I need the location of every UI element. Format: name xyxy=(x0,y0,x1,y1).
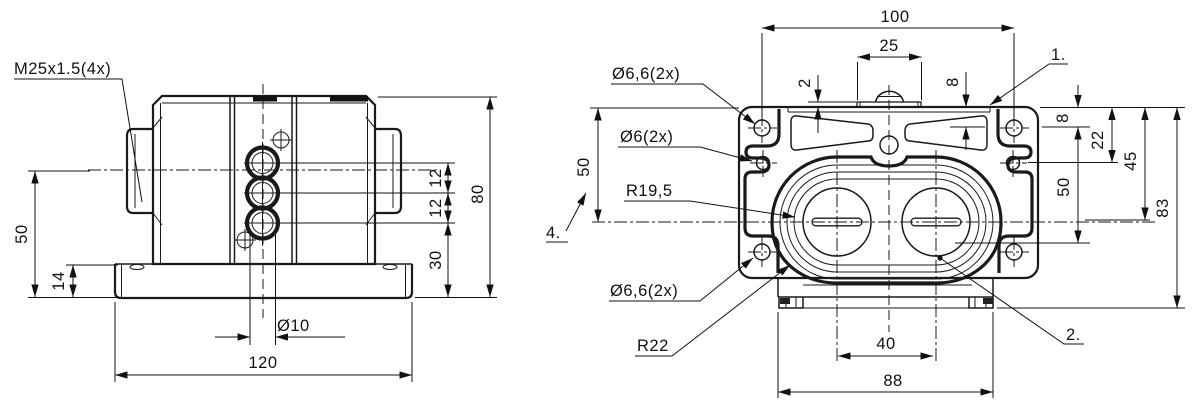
top-dim-100: 100 xyxy=(880,8,909,26)
front-view-centerlines xyxy=(88,84,440,318)
front-view: M25x1.5(4x) 50 14 12 12 30 80 Ø10 120 xyxy=(13,60,497,382)
top-label-radius-inner: R19,5 xyxy=(626,182,673,200)
front-dim-30: 30 xyxy=(427,250,445,269)
top-balloon-4: 4. xyxy=(546,224,561,242)
front-dim-120: 120 xyxy=(248,354,277,372)
top-label-radius-outer: R22 xyxy=(637,337,669,355)
top-dim-50-right: 50 xyxy=(1055,177,1073,196)
top-dim-50-left: 50 xyxy=(575,157,593,176)
top-dim-40: 40 xyxy=(876,335,895,353)
top-label-hole-side: Ø6(2x) xyxy=(620,128,673,146)
top-label-hole-corner-top: Ø6,6(2x) xyxy=(612,65,680,83)
top-dim-83: 83 xyxy=(1154,198,1172,217)
front-dim-diameter-10: Ø10 xyxy=(277,317,310,335)
top-view-centerlines xyxy=(592,85,1157,362)
top-view-dimensions xyxy=(546,24,1185,398)
top-dim-45: 45 xyxy=(1122,151,1140,170)
front-dim-50: 50 xyxy=(13,224,31,243)
top-label-hole-corner-bottom: Ø6,6(2x) xyxy=(610,282,678,300)
top-dim-2: 2 xyxy=(796,78,814,88)
top-dim-8-pocket: 8 xyxy=(944,77,962,87)
top-dim-22: 22 xyxy=(1089,130,1107,149)
top-dim-8: 8 xyxy=(1054,113,1072,123)
top-balloon-2: 2. xyxy=(1066,326,1081,344)
front-dim-80: 80 xyxy=(469,184,487,203)
front-thread-label: M25x1.5(4x) xyxy=(14,60,111,78)
front-dim-14: 14 xyxy=(50,271,68,290)
top-view: 100 25 2 8 8 22 45 50 83 50 40 88 Ø6,6(2… xyxy=(546,8,1185,398)
top-dim-25: 25 xyxy=(879,37,898,55)
front-dim-12a: 12 xyxy=(427,168,445,187)
front-view-dimensions xyxy=(14,78,497,382)
front-dim-12b: 12 xyxy=(427,198,445,217)
top-dim-88: 88 xyxy=(883,372,902,390)
top-balloon-1: 1. xyxy=(1051,46,1066,64)
